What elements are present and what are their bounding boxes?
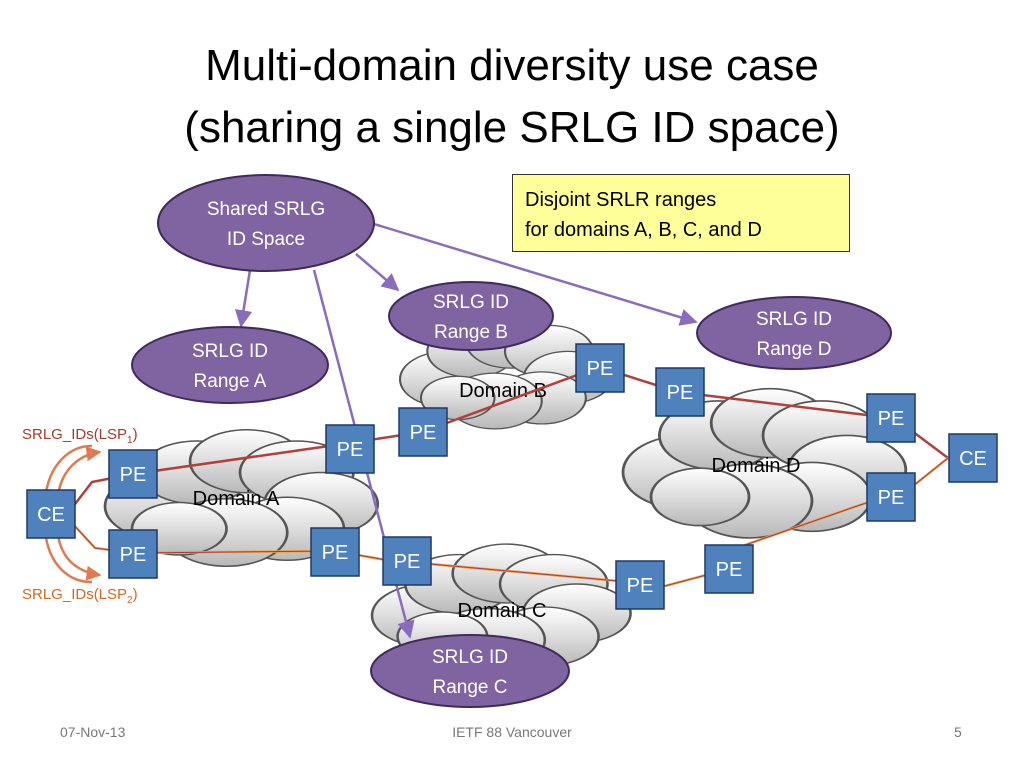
lsp2-curve-arrow [56, 534, 102, 581]
ce-right-node [948, 433, 998, 483]
shared-srlg-line2: ID Space [227, 229, 305, 250]
domain-d-label: Domain D [712, 455, 801, 477]
domain-c-label: Domain C [458, 600, 547, 622]
arrow-to-range-a [234, 269, 253, 328]
domain-a-cloud: Domain A [105, 430, 378, 567]
range-c-line2: Range C [433, 677, 508, 698]
range-c-line1: SRLG ID [432, 647, 508, 668]
pe-d-bottom-right [866, 472, 916, 522]
range-a-line1: SRLG ID [192, 341, 268, 362]
slide-title-line2: (sharing a single SRLG ID space) [184, 103, 840, 152]
pe-label: PE [878, 487, 905, 509]
range-a-line2: Range A [194, 371, 267, 392]
range-d-oval: SRLG ID Range D [696, 296, 892, 370]
pe-label: PE [627, 575, 654, 597]
pe-c-right [615, 560, 665, 610]
lsp2-label: SRLG_IDs(LSP2) [22, 586, 138, 606]
range-c-oval: SRLG ID Range C [370, 634, 570, 708]
pe-label: PE [394, 551, 421, 573]
ce-right-label: CE [959, 448, 987, 470]
shared-srlg-line1: Shared SRLG [207, 199, 325, 220]
range-b-line2: Range B [434, 322, 508, 343]
range-d-line2: Range D [757, 339, 832, 360]
lsp1-label: SRLG_IDs(LSP1) [22, 426, 138, 446]
lsp1-curve-arrow [56, 446, 102, 496]
footer-page-number: 5 [954, 724, 962, 740]
pe-b-left [398, 407, 448, 457]
pe-label: PE [120, 544, 147, 566]
pe-a-top-right [325, 424, 375, 474]
ce-left-node [26, 489, 76, 539]
pe-d-top-left [655, 367, 705, 417]
pe-label: PE [587, 358, 614, 380]
shared-srlg-oval: Shared SRLG ID Space [157, 174, 375, 272]
pe-d-bottom-left [704, 544, 754, 594]
pe-c-left [382, 536, 432, 586]
pe-d-top-right [866, 393, 916, 443]
pe-a-bottom-left [108, 529, 158, 579]
pe-label: PE [410, 422, 437, 444]
pe-label: PE [878, 408, 905, 430]
pe-b-right [575, 343, 625, 393]
note-line2: for domains A, B, C, and D [525, 219, 762, 241]
lsp2-curve-arrow-b [43, 529, 93, 584]
pe-a-top-left [108, 449, 158, 499]
note-line1: Disjoint SRLR ranges [525, 189, 717, 211]
pe-label: PE [337, 439, 364, 461]
pe-label: PE [322, 542, 349, 564]
domain-c-cloud: Domain C [372, 544, 631, 671]
domain-d-cloud: Domain D [623, 389, 906, 538]
range-d-line1: SRLG ID [756, 309, 832, 330]
pe-a-bottom-right [310, 527, 360, 577]
range-b-line1: SRLG ID [433, 292, 509, 313]
domain-b-label: Domain B [459, 380, 547, 402]
pe-label: PE [120, 464, 147, 486]
footer-event: IETF 88 Vancouver [452, 724, 572, 740]
pe-label: PE [716, 559, 743, 581]
domain-a-label: Domain A [193, 488, 280, 510]
arrow-to-range-b [355, 253, 400, 292]
range-b-oval: SRLG ID Range B [388, 281, 554, 351]
pe-label: PE [667, 382, 694, 404]
arrow-to-range-d [373, 222, 698, 326]
domain-b-cloud: Domain B [400, 316, 612, 429]
range-a-oval: SRLG ID Range A [131, 326, 329, 404]
ce-left-label: CE [37, 504, 65, 526]
slide-title-line1: Multi-domain diversity use case [205, 41, 819, 90]
disjoint-ranges-note: Disjoint SRLR ranges for domains A, B, C… [512, 174, 850, 252]
footer-date: 07-Nov-13 [60, 724, 126, 740]
